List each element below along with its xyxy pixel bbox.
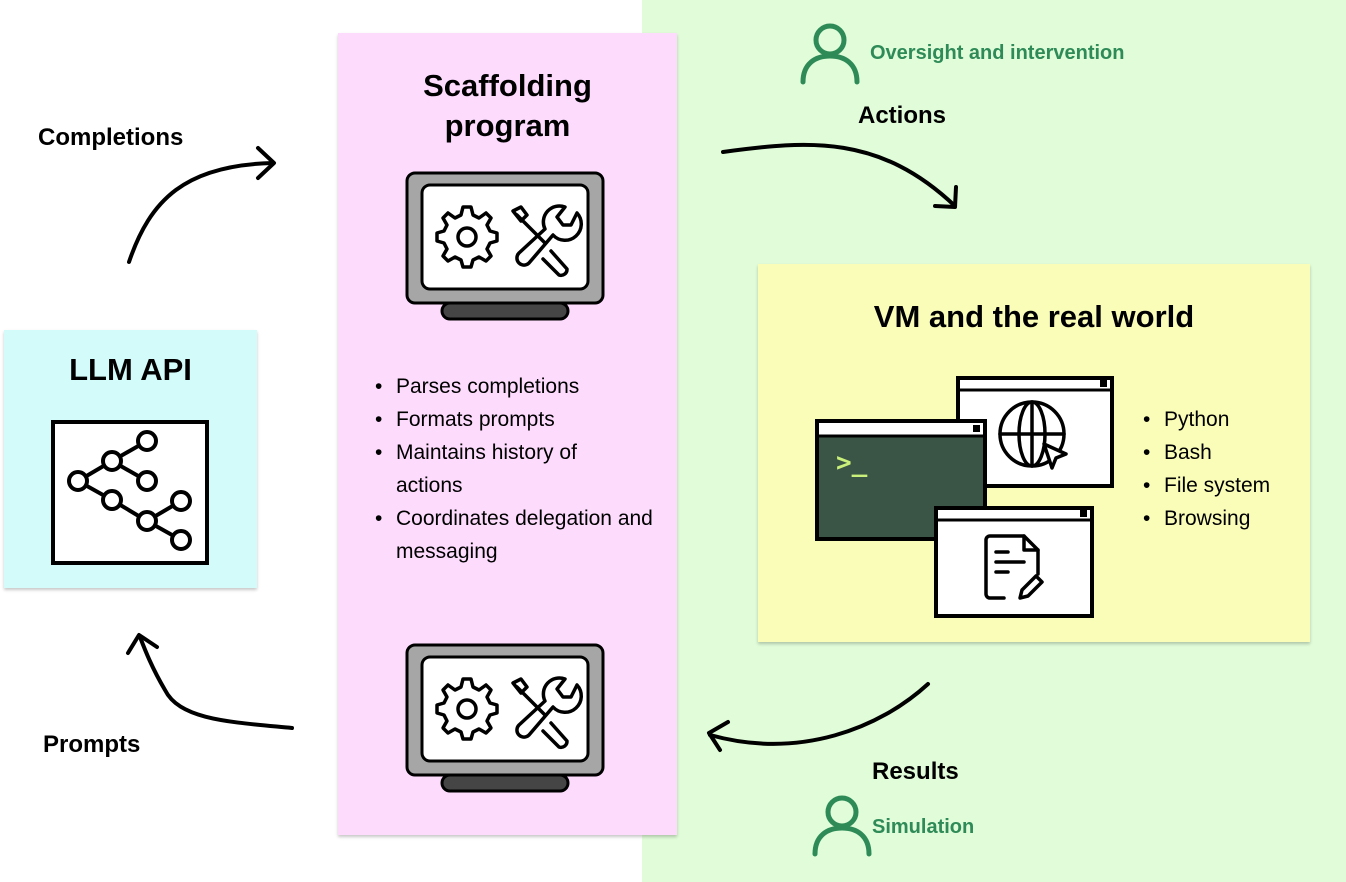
results-label: Results xyxy=(872,758,959,785)
oversight-label: Oversight and intervention xyxy=(870,42,1125,64)
bullet-item: Python xyxy=(1140,403,1310,436)
actions-arrow xyxy=(721,142,957,208)
bullet-item: Bash xyxy=(1140,436,1310,469)
vm-title: VM and the real world xyxy=(873,299,1195,334)
prompts-arrow xyxy=(138,635,294,730)
llm-api-title: LLM API xyxy=(69,352,192,387)
scaffolding-title-line2: program xyxy=(444,108,571,143)
scaffolding-program-card: Scaffolding program Parses completions F… xyxy=(338,33,677,835)
prompts-label: Prompts xyxy=(43,731,141,758)
scaffolding-bullets: Parses completions Formats prompts Maint… xyxy=(372,370,672,568)
scaffolding-title: Scaffolding program xyxy=(338,66,677,146)
bullet-item: Coordinates delegation and messaging xyxy=(372,502,672,568)
prompts-arrowhead xyxy=(126,633,159,655)
vm-bullets: Python Bash File system Browsing xyxy=(1140,403,1310,535)
actions-arrowhead xyxy=(933,185,958,209)
results-arrowhead xyxy=(707,720,730,752)
document-edit-icon xyxy=(934,506,1094,618)
person-icon xyxy=(812,795,872,857)
monitor-gear-tools-icon xyxy=(405,643,605,793)
vm-real-world-card: VM and the real world >_ xyxy=(758,264,1310,642)
bullet-item: Parses completions xyxy=(372,370,672,403)
completions-arrowhead xyxy=(256,146,276,180)
bullet-item: Formats prompts xyxy=(372,403,672,436)
bullet-item: Browsing xyxy=(1140,502,1310,535)
results-arrow xyxy=(708,682,930,746)
actions-label: Actions xyxy=(858,102,947,129)
simulation-label: Simulation xyxy=(872,816,975,838)
person-icon xyxy=(800,23,860,85)
scaffolding-title-line1: Scaffolding xyxy=(423,68,592,103)
network-tree-icon xyxy=(51,420,209,565)
completions-arrow xyxy=(127,161,275,264)
completions-label: Completions xyxy=(38,124,184,151)
bullet-item: File system xyxy=(1140,469,1310,502)
terminal-prompt: >_ xyxy=(836,448,868,478)
llm-api-card: LLM API xyxy=(4,330,257,588)
monitor-gear-tools-icon xyxy=(405,171,605,321)
bullet-item: Maintains history of actions xyxy=(372,436,672,502)
